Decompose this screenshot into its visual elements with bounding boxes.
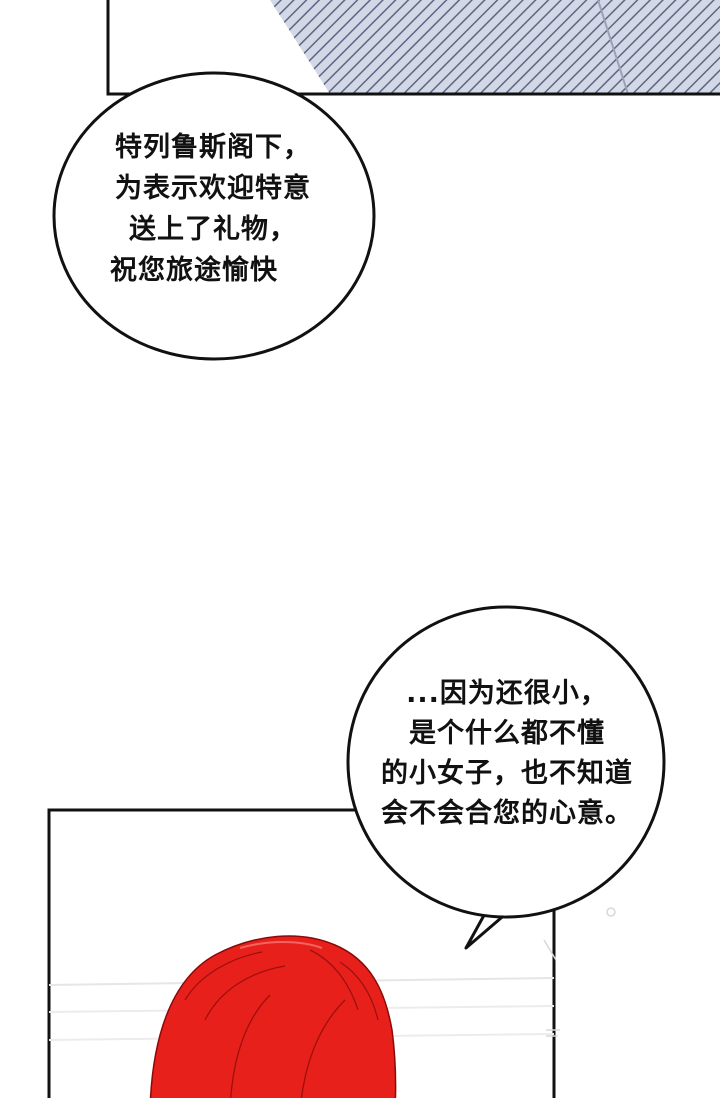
bubble-1-text: 特列鲁斯阁下， 为表示欢迎特意 送上了礼物， 祝您旅途愉快 bbox=[80, 127, 346, 291]
bubble-2-line: 的小女子，也不知道 bbox=[381, 758, 633, 789]
speech-bubble-2 bbox=[346, 605, 666, 950]
bubble-2-text: ...因为还很小， 是个什么都不懂 的小女子，也不知道 会不会合您的心意。 bbox=[362, 674, 652, 834]
bubble-2-line: ...因为还很小， bbox=[406, 678, 608, 709]
bubble-2-line: 是个什么都不懂 bbox=[409, 718, 605, 749]
hair-highlight bbox=[239, 941, 323, 949]
bubble-1-line: 送上了礼物， bbox=[129, 214, 297, 245]
speech-bubble-1 bbox=[52, 71, 376, 361]
bubble-1-line: 为表示欢迎特意 bbox=[115, 173, 311, 204]
red-hair bbox=[149, 935, 397, 1098]
bubble-1-line: 祝您旅途愉快 bbox=[110, 255, 278, 286]
hair-strands bbox=[184, 949, 379, 1098]
bubble-2-line: 会不会合您的心意。 bbox=[381, 798, 633, 829]
window-frame-line bbox=[597, 0, 629, 95]
faint-sparkles bbox=[543, 907, 616, 1037]
bubble-1-line: 特列鲁斯阁下， bbox=[115, 132, 311, 163]
striped-window-area bbox=[270, 0, 720, 94]
